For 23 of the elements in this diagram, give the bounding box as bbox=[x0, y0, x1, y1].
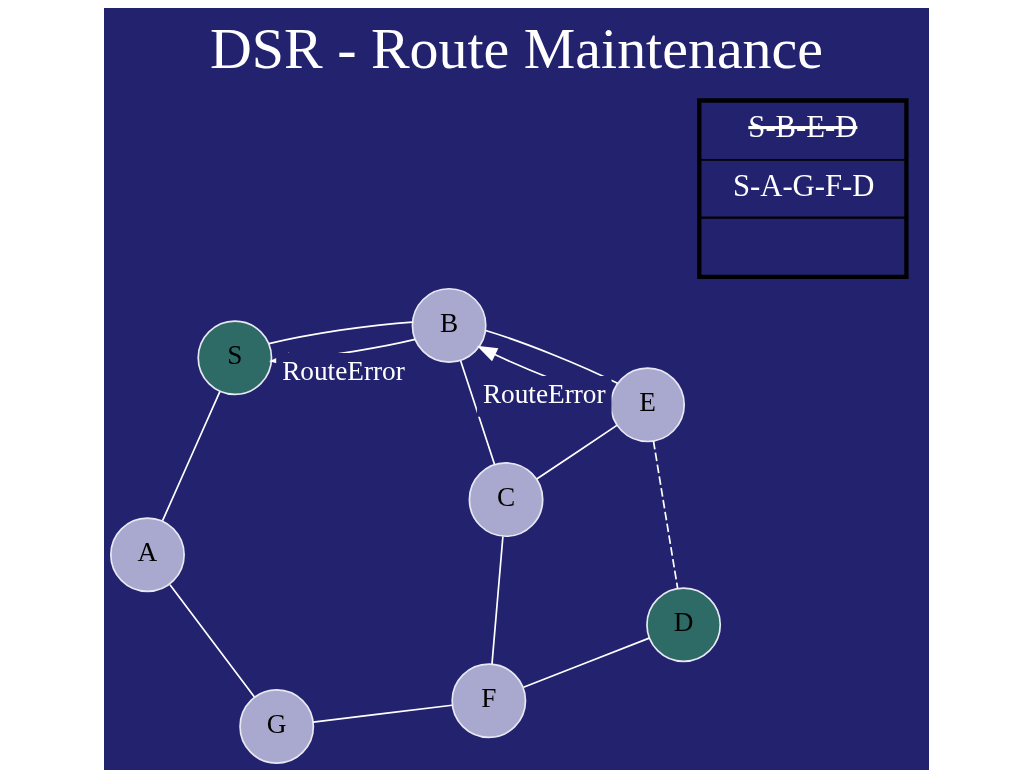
connector bbox=[522, 637, 651, 689]
node-circle: D bbox=[646, 587, 722, 663]
node-circle: F bbox=[451, 663, 527, 739]
connector bbox=[491, 535, 504, 665]
label: S-A-G-F-D bbox=[732, 169, 875, 204]
connector bbox=[459, 359, 496, 466]
connector bbox=[652, 440, 679, 590]
edge-label: RouteError bbox=[282, 355, 405, 386]
connector bbox=[484, 329, 619, 385]
node-circle: E bbox=[610, 367, 686, 443]
node-circle: A bbox=[109, 517, 185, 593]
node-circle: G bbox=[239, 689, 315, 764]
node-circle: B bbox=[411, 287, 487, 363]
connector bbox=[312, 704, 453, 723]
node-circle: C bbox=[468, 462, 544, 538]
label: S-B-E-D bbox=[748, 109, 858, 144]
edge-label: RouteError bbox=[482, 378, 606, 409]
node-circle: S bbox=[197, 320, 273, 396]
diagram-title: DSR - Route Maintenance bbox=[209, 16, 824, 82]
connector bbox=[161, 390, 221, 522]
connector bbox=[169, 583, 256, 698]
connector bbox=[535, 424, 618, 480]
connector bbox=[268, 321, 414, 345]
